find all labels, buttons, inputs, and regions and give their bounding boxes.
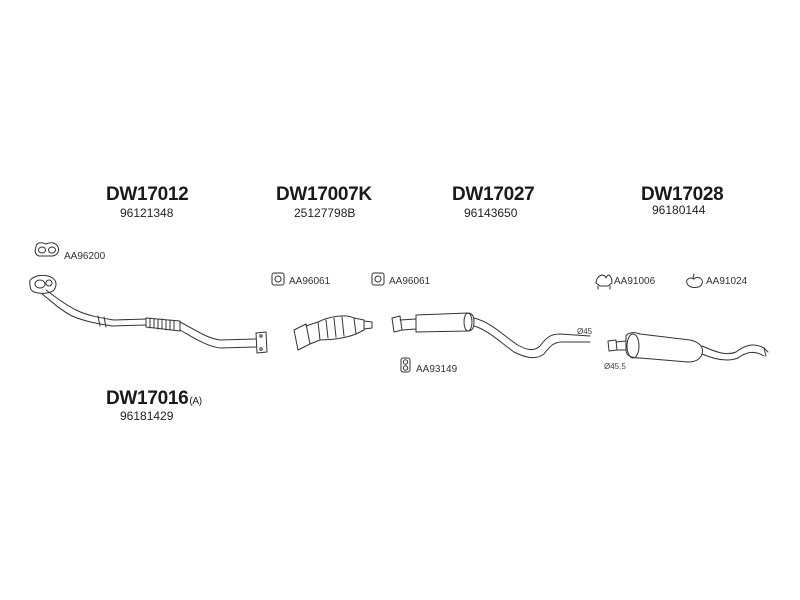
- oem-number-25127798b: 25127798B: [294, 206, 356, 220]
- assembly-code-dw17016: DW17016(A): [106, 388, 202, 410]
- intermediate-pipe-dw17027: [391, 312, 591, 359]
- part-label-aa96061-b: AA96061: [389, 276, 431, 287]
- gasket-icon: [371, 272, 385, 286]
- oem-number-96121348: 96121348: [120, 206, 174, 220]
- catalytic-converter-dw17007k: [293, 315, 373, 351]
- oem-number-96181429: 96181429: [120, 409, 174, 423]
- dimension-label-45: Ø45: [577, 327, 593, 336]
- front-pipe-dw17016: [29, 275, 268, 354]
- oem-number-96143650: 96143650: [464, 206, 518, 220]
- gasket-icon: [34, 242, 59, 257]
- mounting-bracket-icon: [400, 357, 411, 373]
- rear-silencer-dw17028: [607, 332, 769, 363]
- assembly-code-dw17027: DW17027: [452, 184, 535, 205]
- dimension-label-45-5: Ø45.5: [604, 362, 626, 371]
- assembly-code-dw17028: DW17028: [641, 184, 724, 205]
- clamp-icon: [595, 274, 613, 290]
- assembly-code-text: DW17016: [106, 388, 189, 409]
- assembly-code-dw17007k: DW17007K: [276, 184, 372, 205]
- part-label-aa91006: AA91006: [614, 276, 656, 287]
- gasket-icon: [271, 272, 285, 286]
- part-label-aa96200: AA96200: [64, 251, 106, 262]
- part-label-aa96061-a: AA96061: [289, 276, 331, 287]
- oem-number-96180144: 96180144: [652, 203, 706, 217]
- assembly-code-suffix: (A): [189, 396, 202, 407]
- rubber-hanger-icon: [686, 273, 703, 288]
- assembly-code-dw17012: DW17012: [106, 184, 189, 205]
- part-label-aa93149: AA93149: [416, 364, 458, 375]
- part-label-aa91024: AA91024: [706, 276, 748, 287]
